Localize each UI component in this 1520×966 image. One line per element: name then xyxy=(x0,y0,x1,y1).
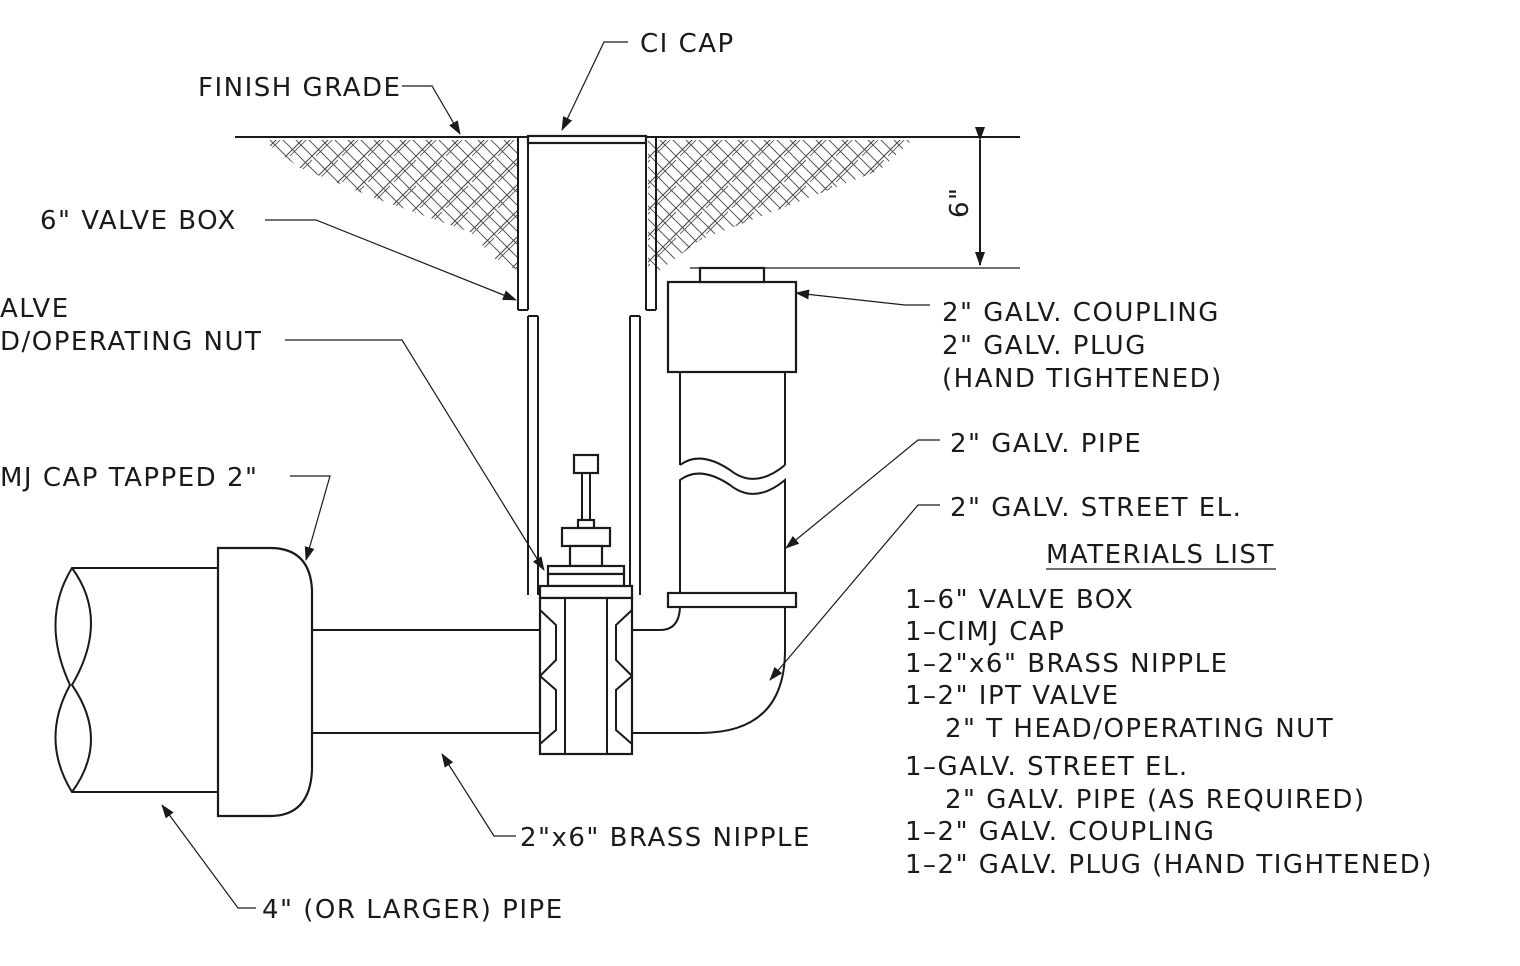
plug-label: 2" GALV. PLUG xyxy=(942,331,1147,361)
depth-dimension xyxy=(940,127,1020,266)
materials-item: 1–2" GALV. PLUG (HAND TIGHTENED) xyxy=(905,850,1433,880)
ipt-valve-with-operating-nut xyxy=(538,453,634,600)
materials-item: 1–2" IPT VALVE xyxy=(905,681,1120,711)
galv-street-elbow xyxy=(632,604,786,734)
coupling-label: 2" GALV. COUPLING xyxy=(942,298,1220,328)
materials-item: 2" T HEAD/OPERATING NUT xyxy=(945,714,1334,744)
street-el-label: 2" GALV. STREET EL. xyxy=(950,493,1242,523)
brass-nipple xyxy=(312,629,540,734)
valve-box-label: 6" VALVE BOX xyxy=(40,206,237,236)
materials-item: 1–GALV. STREET EL. xyxy=(905,752,1189,782)
cimj-cap xyxy=(216,546,314,818)
hand-tightened-label: (HAND TIGHTENED) xyxy=(942,364,1223,394)
materials-list: MATERIALS LIST 1–6" VALVE BOX 1–CIMJ CAP… xyxy=(905,540,1433,880)
valve-label-line1: ALVE xyxy=(0,294,70,324)
materials-item: 2" GALV. PIPE (AS REQUIRED) xyxy=(945,785,1366,815)
depth-label: 6" xyxy=(945,186,975,218)
valve-label-line2: D/OPERATING NUT xyxy=(0,327,262,357)
main-pipe xyxy=(54,567,218,793)
materials-item: 1–2"x6" BRASS NIPPLE xyxy=(905,649,1229,679)
main-pipe-label: 4" (OR LARGER) PIPE xyxy=(262,895,564,925)
ci-cap-label: CI CAP xyxy=(640,29,735,59)
soil-hatching xyxy=(262,140,912,270)
mj-cap-label: MJ CAP TAPPED 2" xyxy=(0,463,258,493)
valve-box xyxy=(517,134,657,595)
materials-item: 1–2" GALV. COUPLING xyxy=(905,817,1215,847)
valve-body xyxy=(538,596,634,756)
materials-item: 1–CIMJ CAP xyxy=(905,617,1065,647)
materials-list-title: MATERIALS LIST xyxy=(1046,540,1275,570)
finish-grade-label: FINISH GRADE xyxy=(198,73,401,103)
leader-lines xyxy=(161,41,940,909)
galv-pipe-riser xyxy=(666,266,798,609)
galv-pipe-label: 2" GALV. PIPE xyxy=(950,429,1142,459)
brass-nipple-label: 2"x6" BRASS NIPPLE xyxy=(520,823,811,853)
materials-item: 1–6" VALVE BOX xyxy=(905,585,1134,615)
